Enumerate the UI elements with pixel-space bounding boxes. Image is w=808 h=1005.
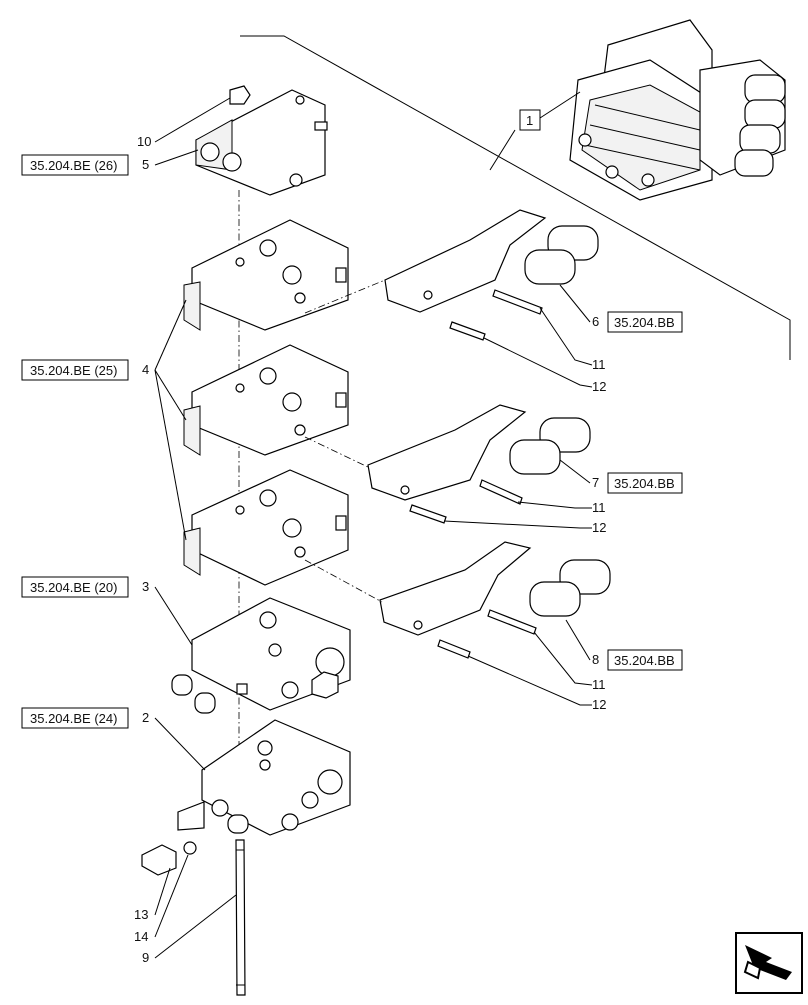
tie-rod: [235, 839, 246, 996]
coupler-handle-2: [304, 404, 591, 524]
callout-2: 2: [142, 710, 149, 725]
callout-11-b: 11: [592, 500, 606, 515]
callout-11-a: 11: [592, 357, 606, 372]
callout-6: 6: [592, 314, 599, 329]
reference-box-20[interactable]: 35.204.BE (20): [21, 576, 129, 598]
callout-10: 10: [137, 134, 151, 149]
spool-section-1: [183, 219, 349, 331]
callout-1: 1: [526, 113, 533, 128]
reference-box-bb-1[interactable]: 35.204.BB: [607, 311, 683, 333]
spool-section-3: [183, 469, 349, 586]
callout-3: 3: [142, 579, 149, 594]
callout-4: 4: [142, 362, 149, 377]
reference-label: 35.204.BB: [614, 315, 675, 330]
callout-14: 14: [134, 929, 148, 944]
control-section: [171, 597, 351, 714]
inlet-section: [195, 85, 328, 196]
reference-label: 35.204.BE (20): [30, 580, 117, 595]
reference-box-bb-3[interactable]: 35.204.BB: [607, 649, 683, 671]
callout-7: 7: [592, 475, 599, 490]
reference-label: 35.204.BB: [614, 653, 675, 668]
spool-section-2: [183, 344, 349, 456]
callout-9: 9: [142, 950, 149, 965]
reference-label: 35.204.BE (26): [30, 158, 117, 173]
leader-lines: [154, 97, 593, 959]
callout-1-box: 1: [519, 109, 541, 131]
coupler-handle-3: [304, 541, 611, 659]
adapter-fitting: [141, 841, 197, 876]
callout-12-a: 12: [592, 379, 606, 394]
coupler-handle-1: [304, 209, 599, 341]
callout-12-c: 12: [592, 697, 606, 712]
callout-8: 8: [592, 652, 599, 667]
reference-label: 35.204.BE (24): [30, 711, 117, 726]
reference-label: 35.204.BB: [614, 476, 675, 491]
callout-13: 13: [134, 907, 148, 922]
callout-11-c: 11: [592, 677, 606, 692]
reference-box-25[interactable]: 35.204.BE (25): [21, 359, 129, 381]
reference-label: 35.204.BE (25): [30, 363, 117, 378]
callout-5: 5: [142, 157, 149, 172]
reference-box-24[interactable]: 35.204.BE (24): [21, 707, 129, 729]
reference-box-26[interactable]: 35.204.BE (26): [21, 154, 129, 176]
overview-assembly: [240, 19, 791, 360]
outlet-section: [177, 719, 351, 836]
next-page-arrow-icon[interactable]: [735, 932, 803, 994]
callout-12-b: 12: [592, 520, 606, 535]
reference-box-bb-2[interactable]: 35.204.BB: [607, 472, 683, 494]
